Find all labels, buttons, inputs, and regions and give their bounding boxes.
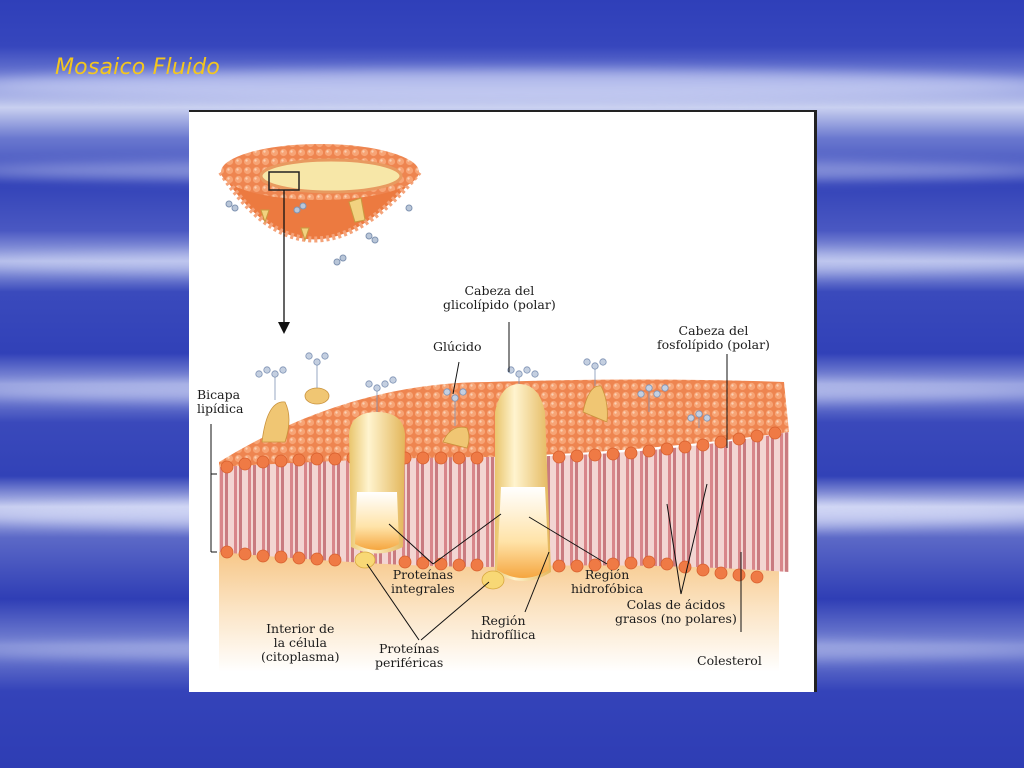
lipid-leaflet-peel: [669, 492, 789, 557]
phospholipid-heads-row-bottom: [220, 545, 764, 584]
membrane-figure: Bicapa lipídica Cabeza del glicolípido (…: [189, 110, 817, 692]
glycolipid-heads: [261, 385, 608, 449]
peripheral-proteins: [354, 551, 505, 590]
carbohydrate-chains: [255, 352, 711, 428]
slide-title: Mosaico Fluido: [55, 55, 221, 80]
cytoplasm-region: [219, 542, 779, 672]
label-bicapa-lipidica: Bicapa lipídica: [197, 387, 244, 416]
integral-protein-left: [349, 412, 405, 554]
label-colesterol: Colesterol: [697, 653, 762, 668]
integral-protein-right: [495, 384, 551, 581]
label-proteinas-perifericas: Proteínas periféricas: [375, 641, 444, 670]
label-proteinas-integrales: Proteínas integrales: [391, 567, 455, 596]
cell-sphere-icon: [218, 144, 422, 266]
label-interior-celula: Interior de la célula (citoplasma): [261, 621, 340, 664]
membrane-illustration: [210, 144, 789, 672]
label-colas-acidos-grasos: Colas de ácidos grasos (no polares): [615, 597, 737, 626]
zoom-arrow-icon: [278, 190, 290, 334]
label-glucido: Glúcido: [433, 339, 482, 354]
label-leader-lines: [210, 322, 742, 641]
label-cabeza-glicolipido: Cabeza del glicolípido (polar): [443, 283, 556, 312]
label-region-hidrofilica: Región hidrofílica: [471, 613, 536, 642]
label-region-hidrofobica: Región hidrofóbica: [571, 567, 644, 596]
label-cabeza-fosfolipido: Cabeza del fosfolípido (polar): [657, 323, 770, 352]
